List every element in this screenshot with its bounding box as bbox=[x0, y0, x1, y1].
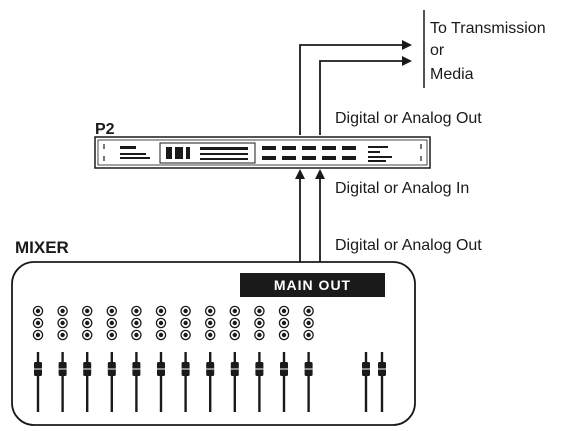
channel-knob-center bbox=[134, 308, 139, 314]
channel-knob-center bbox=[134, 320, 139, 326]
channel-knob-center bbox=[60, 320, 65, 326]
mixer-output-label: Digital or Analog Out bbox=[335, 237, 482, 254]
channel-knob-center bbox=[109, 332, 115, 338]
channel-strip bbox=[254, 305, 265, 412]
p2-label: P2 bbox=[95, 121, 115, 138]
channel-strip bbox=[278, 305, 290, 412]
output-arrow-2 bbox=[319, 56, 412, 135]
channel-strip bbox=[57, 305, 68, 412]
destination-line-1: To Transmission bbox=[430, 20, 546, 37]
channel-knob-center bbox=[208, 308, 213, 314]
channel-knob-center bbox=[134, 332, 139, 338]
channel-knob-center bbox=[281, 308, 287, 314]
p2-rack-unit bbox=[94, 136, 431, 169]
channel-knob-center bbox=[60, 308, 65, 314]
main-out-block bbox=[240, 273, 385, 297]
main-out-label: MAIN OUT bbox=[274, 277, 351, 293]
channel-knob-center bbox=[35, 332, 41, 338]
channel-knob-center bbox=[306, 320, 311, 326]
channel-strip bbox=[32, 305, 44, 412]
channel-knob-center bbox=[158, 308, 164, 314]
channel-knob-center bbox=[257, 320, 262, 326]
channel-knob-center bbox=[85, 308, 90, 314]
channel-knob-center bbox=[183, 308, 188, 314]
channel-knob-center bbox=[158, 320, 164, 326]
channel-knob-center bbox=[281, 320, 287, 326]
p2-input-label: Digital or Analog In bbox=[335, 180, 469, 197]
channel-knob-center bbox=[257, 308, 262, 314]
channel-knob-center bbox=[232, 332, 237, 338]
channel-strip bbox=[106, 305, 118, 412]
channel-knob-center bbox=[158, 332, 164, 338]
channel-knob-center bbox=[306, 332, 311, 338]
channel-knob-center bbox=[208, 320, 213, 326]
destination-line-3: Media bbox=[430, 66, 474, 83]
channel-strip bbox=[81, 305, 93, 412]
channel-strip bbox=[155, 305, 167, 412]
channel-knob-center bbox=[232, 308, 237, 314]
channel-knob-center bbox=[109, 308, 115, 314]
channel-knob-center bbox=[85, 320, 90, 326]
channel-knob-center bbox=[183, 320, 188, 326]
channel-strip bbox=[229, 305, 241, 412]
channel-strip bbox=[204, 305, 216, 412]
channel-knob-center bbox=[232, 320, 237, 326]
channel-knob-center bbox=[257, 332, 262, 338]
channel-knob-center bbox=[85, 332, 90, 338]
channel-strip bbox=[303, 305, 314, 412]
channel-strips bbox=[32, 305, 314, 412]
channel-strip bbox=[180, 305, 191, 412]
output-arrow-1 bbox=[299, 40, 412, 135]
master-fader bbox=[378, 352, 386, 412]
channel-knob-center bbox=[109, 320, 115, 326]
channel-knob-center bbox=[208, 332, 213, 338]
channel-knob-center bbox=[281, 332, 287, 338]
channel-knob-center bbox=[60, 332, 65, 338]
channel-knob-center bbox=[35, 320, 41, 326]
channel-strip bbox=[131, 305, 142, 412]
master-fader bbox=[362, 352, 370, 412]
p2-output-label: Digital or Analog Out bbox=[335, 110, 482, 127]
master-faders bbox=[362, 352, 386, 412]
destination-line-2: or bbox=[430, 42, 445, 59]
mixer-label: MIXER bbox=[15, 238, 69, 257]
channel-knob-center bbox=[35, 308, 41, 314]
channel-knob-center bbox=[183, 332, 188, 338]
channel-knob-center bbox=[306, 308, 311, 314]
